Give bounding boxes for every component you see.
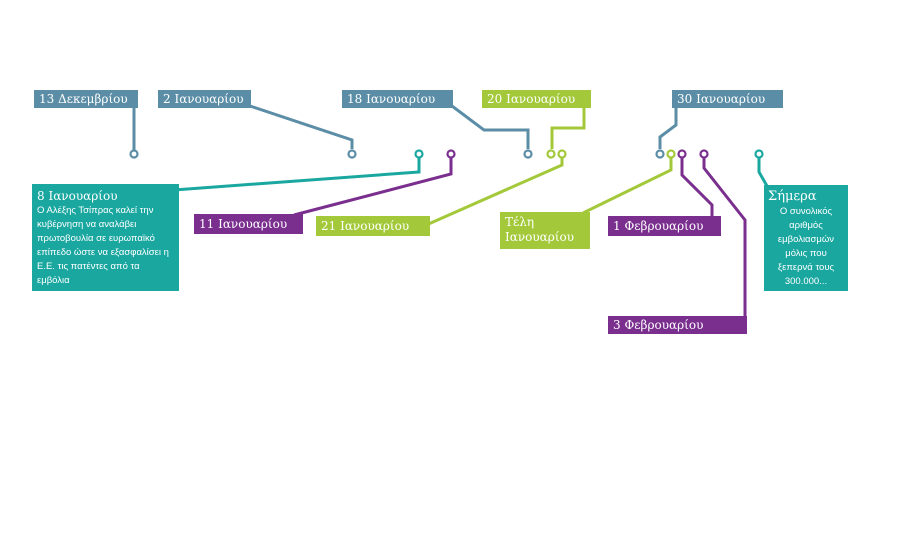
event-late-jan-date: Τέλη Ιανουαρίου <box>505 215 575 244</box>
connector-jan2 <box>249 104 354 149</box>
event-feb1-date: 1 Φεβρουαρίου <box>613 219 704 233</box>
marker-jan11 <box>446 149 456 159</box>
event-jan18-date: 18 Ιανουαρίου <box>347 92 436 106</box>
event-dec13-label: 13 Δεκεμβρίου <box>34 90 138 108</box>
connector-jan11 <box>293 158 453 217</box>
event-feb1-label: 1 Φεβρουαρίου <box>608 216 721 236</box>
connector-jan21 <box>423 158 564 228</box>
connector-late-jan <box>582 158 673 215</box>
event-jan30-date: 30 Ιανουαρίου <box>677 92 766 106</box>
connector-today <box>757 158 769 187</box>
event-today-text: Ο συνολικός αριθμός εμβολιασμών μόλις πο… <box>777 206 835 287</box>
event-jan21-date: 21 Ιανουαρίου <box>321 219 410 233</box>
marker-feb1 <box>677 149 687 159</box>
marker-jan21 <box>557 149 567 159</box>
event-today-date: Σήμερα <box>768 189 817 204</box>
connector-jan20 <box>550 106 586 149</box>
marker-jan2 <box>347 149 357 159</box>
event-jan8-text: Ο Αλέξης Τσίπρας καλεί την κυβέρνηση να … <box>37 205 169 286</box>
event-jan21-label: 21 Ιανουαρίου <box>316 216 430 236</box>
event-jan8-card: 8 Ιανουαρίου Ο Αλέξης Τσίπρας καλεί την … <box>32 184 179 291</box>
marker-feb3 <box>699 149 709 159</box>
marker-late-jan <box>666 149 676 159</box>
connector-feb1 <box>680 158 714 217</box>
connector-jan30 <box>658 106 678 149</box>
event-jan8-date: 8 Ιανουαρίου <box>37 189 118 203</box>
event-jan2-label: 2 Ιανουαρίου <box>158 90 251 108</box>
connector-jan18 <box>451 104 530 149</box>
event-dec13-date: 13 Δεκεμβρίου <box>39 92 128 106</box>
event-jan11-date: 11 Ιανουαρίου <box>199 217 288 231</box>
marker-jan18 <box>523 149 533 159</box>
event-jan20-date: 20 Ιανουαρίου <box>487 92 576 106</box>
marker-jan30 <box>655 149 665 159</box>
connector-jan8 <box>173 158 421 192</box>
event-today-card: Σήμερα Ο συνολικός αριθμός εμβολιασμών μ… <box>764 185 848 291</box>
event-feb3-label: 3 Φεβρουαρίου <box>608 316 747 334</box>
connector-feb3 <box>702 158 747 318</box>
event-jan18-label: 18 Ιανουαρίου <box>342 90 453 108</box>
marker-jan20 <box>546 149 556 159</box>
marker-dec13 <box>129 149 139 159</box>
marker-today <box>754 149 764 159</box>
event-jan2-date: 2 Ιανουαρίου <box>163 92 244 106</box>
event-jan11-label: 11 Ιανουαρίου <box>194 214 303 234</box>
event-late-jan-label: Τέλη Ιανουαρίου <box>500 212 590 249</box>
event-feb3-date: 3 Φεβρουαρίου <box>613 318 704 332</box>
event-jan20-label: 20 Ιανουαρίου <box>482 90 591 108</box>
event-jan30-label: 30 Ιανουαρίου <box>672 90 783 108</box>
marker-jan8 <box>414 149 424 159</box>
